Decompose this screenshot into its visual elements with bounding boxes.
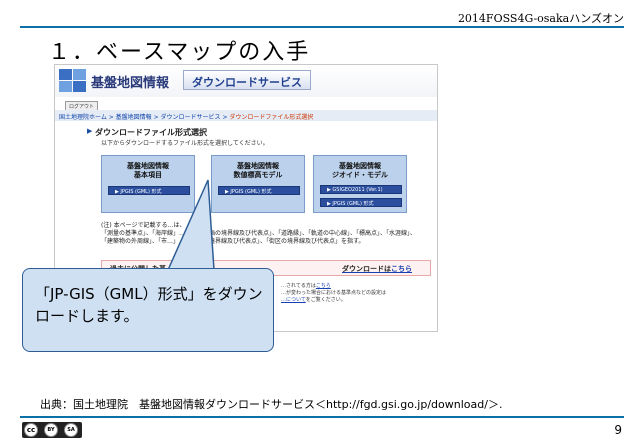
note-line: 「建築物の外周線」、「市…」…「は字の境界線及び代表点」、「街区の境界線及び代表… [101,238,365,245]
note-text: (注) 本ページで記載する…は、 「測量の基準点」、「海岸線」…「行政区画の境界… [101,222,435,246]
header-divider [20,26,624,28]
cc-license-icon: cc BY SA [22,422,82,438]
banner-subtitle: ダウンロードサービス [183,70,311,90]
footer-divider [20,416,624,418]
sa-icon: SA [64,423,78,437]
event-title: 2014FOSS4G-osakaハンズオン [457,12,624,25]
slide-title: １．ベースマップの入手 [48,40,311,65]
breadcrumb: 国土地理院ホーム > 基盤地図情報 > ダウンロードサービス > ダウンロードフ… [55,110,437,121]
card-line1: 基盤地図情報 [237,162,279,170]
breadcrumb-home[interactable]: 国土地理院ホーム [59,114,107,121]
card-line2: 数値標高モデル [233,171,283,179]
side-note: …が変わった場合における基準点などの設定は [281,290,387,296]
gsigeo-button[interactable]: ▶ GSIGEO2011 (Ver.1) [320,185,402,194]
page-number: 9 [614,423,622,437]
card-dem: 基盤地図情報 数値標高モデル ▶ JPGIS (GML) 形式 [211,155,305,213]
past-link-here[interactable]: こちら [391,265,412,273]
past-data-link[interactable]: ダウンロードはこちら [342,264,412,274]
dem-jpgis-button[interactable]: ▶ JPGIS (GML) 形式 [218,186,300,195]
callout-bubble: 「JP-GIS（GML）形式」をダウンロードします。 [22,268,274,352]
past-link-prefix: ダウンロードは [342,265,391,273]
side-note-link[interactable]: …について [281,297,306,303]
jpgis-gml-button[interactable]: ▶ JPGIS (GML) 形式 [108,186,190,195]
note-line: (注) 本ページで記載する…は、 [101,222,186,229]
breadcrumb-base-map[interactable]: 基盤地図情報 [115,114,152,121]
cc-icon: cc [24,423,38,437]
card-basic-items: 基盤地図情報 基本項目 ▶ JPGIS (GML) 形式 [101,155,195,213]
side-note: …されてる方は [281,283,316,289]
by-icon: BY [44,423,58,437]
section-title: ダウンロードファイル形式選択 [95,128,207,137]
source-citation: 出典：国土地理院 基盤地図情報ダウンロードサービス＜http://fgd.gsi… [40,398,503,411]
card-line1: 基盤地図情報 [127,162,169,170]
breadcrumb-download[interactable]: ダウンロードサービス [160,114,221,121]
card-geoid: 基盤地図情報 ジオイド・モデル ▶ GSIGEO2011 (Ver.1) ▶ J… [313,155,407,213]
section-arrow-icon: ▶ [87,127,93,135]
section-subtitle: 以下からダウンロードするファイル形式を選択してください。 [101,140,269,147]
site-logo-icon [59,69,87,93]
card-line1: 基盤地図情報 [339,162,381,170]
site-banner: 基盤地図情報 ダウンロードサービス [55,65,437,97]
geoid-jpgis-button[interactable]: ▶ JPGIS (GML) 形式 [320,198,402,207]
breadcrumb-current: ダウンロードファイル形式選択 [229,114,314,121]
side-note: をご覧ください。 [305,297,346,303]
card-line2: ジオイド・モデル [332,171,388,179]
callout-text: 「JP-GIS（GML）形式」をダウンロードします。 [35,285,263,325]
banner-title: 基盤地図情報 [91,76,170,91]
card-line2: 基本項目 [134,171,162,179]
side-notes: …されてる方はこちら …が変わった場合における基準点などの設定は …についてをご… [281,283,431,304]
side-note-link[interactable]: こちら [315,283,331,289]
note-line: 「測量の基準点」、「海岸線」…「行政区画の境界線及び代表点」、「道路縁」、「軌道… [101,230,417,237]
